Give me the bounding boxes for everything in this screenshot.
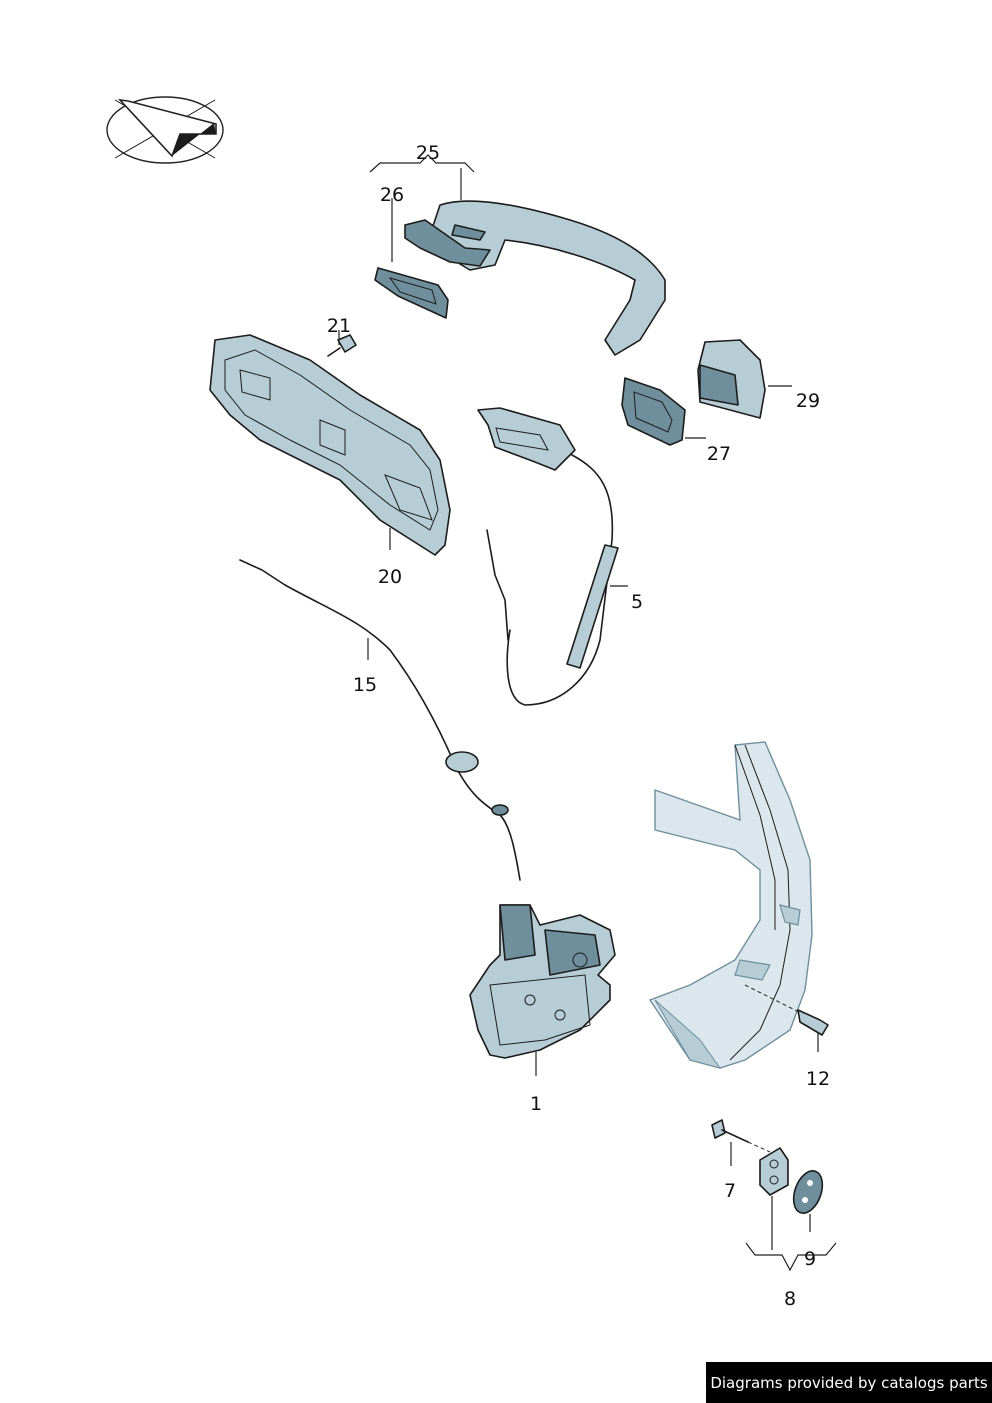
diagram-credit-text: Diagrams provided by catalogs parts	[710, 1373, 988, 1392]
callout-15: 15	[353, 674, 377, 696]
handle-carrier-bracket	[209, 334, 451, 556]
callout-29: 29	[796, 390, 820, 412]
door-handle	[404, 200, 666, 356]
bolt-21	[327, 334, 357, 357]
callout-27: 27	[707, 443, 731, 465]
handle-end-cap	[697, 339, 766, 419]
callout-26: 26	[380, 184, 404, 206]
door-pillar-panel	[648, 741, 813, 1069]
bolt-12	[744, 984, 829, 1036]
callout-5: 5	[631, 591, 643, 613]
leader-lines	[338, 154, 837, 1272]
callout-9: 9	[804, 1248, 816, 1270]
callout-labels: 25 26 21 29 27 20 5 15 12 1 7 9 8	[327, 142, 830, 1310]
door-lock	[469, 904, 616, 1059]
handle-mechanism-cable	[477, 407, 619, 706]
callout-8: 8	[784, 1288, 796, 1310]
screw-7	[711, 1119, 771, 1153]
callout-25: 25	[416, 142, 440, 164]
handle-gasket-rear	[621, 377, 686, 446]
striker-plate	[759, 1147, 789, 1196]
shim-plate	[792, 1170, 824, 1214]
diagram-credit-banner: Diagrams provided by catalogs parts	[706, 1362, 992, 1403]
orientation-logo	[106, 96, 224, 164]
callout-1: 1	[530, 1093, 542, 1115]
callout-21: 21	[327, 315, 351, 337]
handle-gasket-front	[374, 267, 449, 319]
callout-7: 7	[724, 1180, 736, 1202]
callout-12: 12	[806, 1068, 830, 1090]
release-cable	[239, 559, 521, 881]
callout-20: 20	[378, 566, 402, 588]
